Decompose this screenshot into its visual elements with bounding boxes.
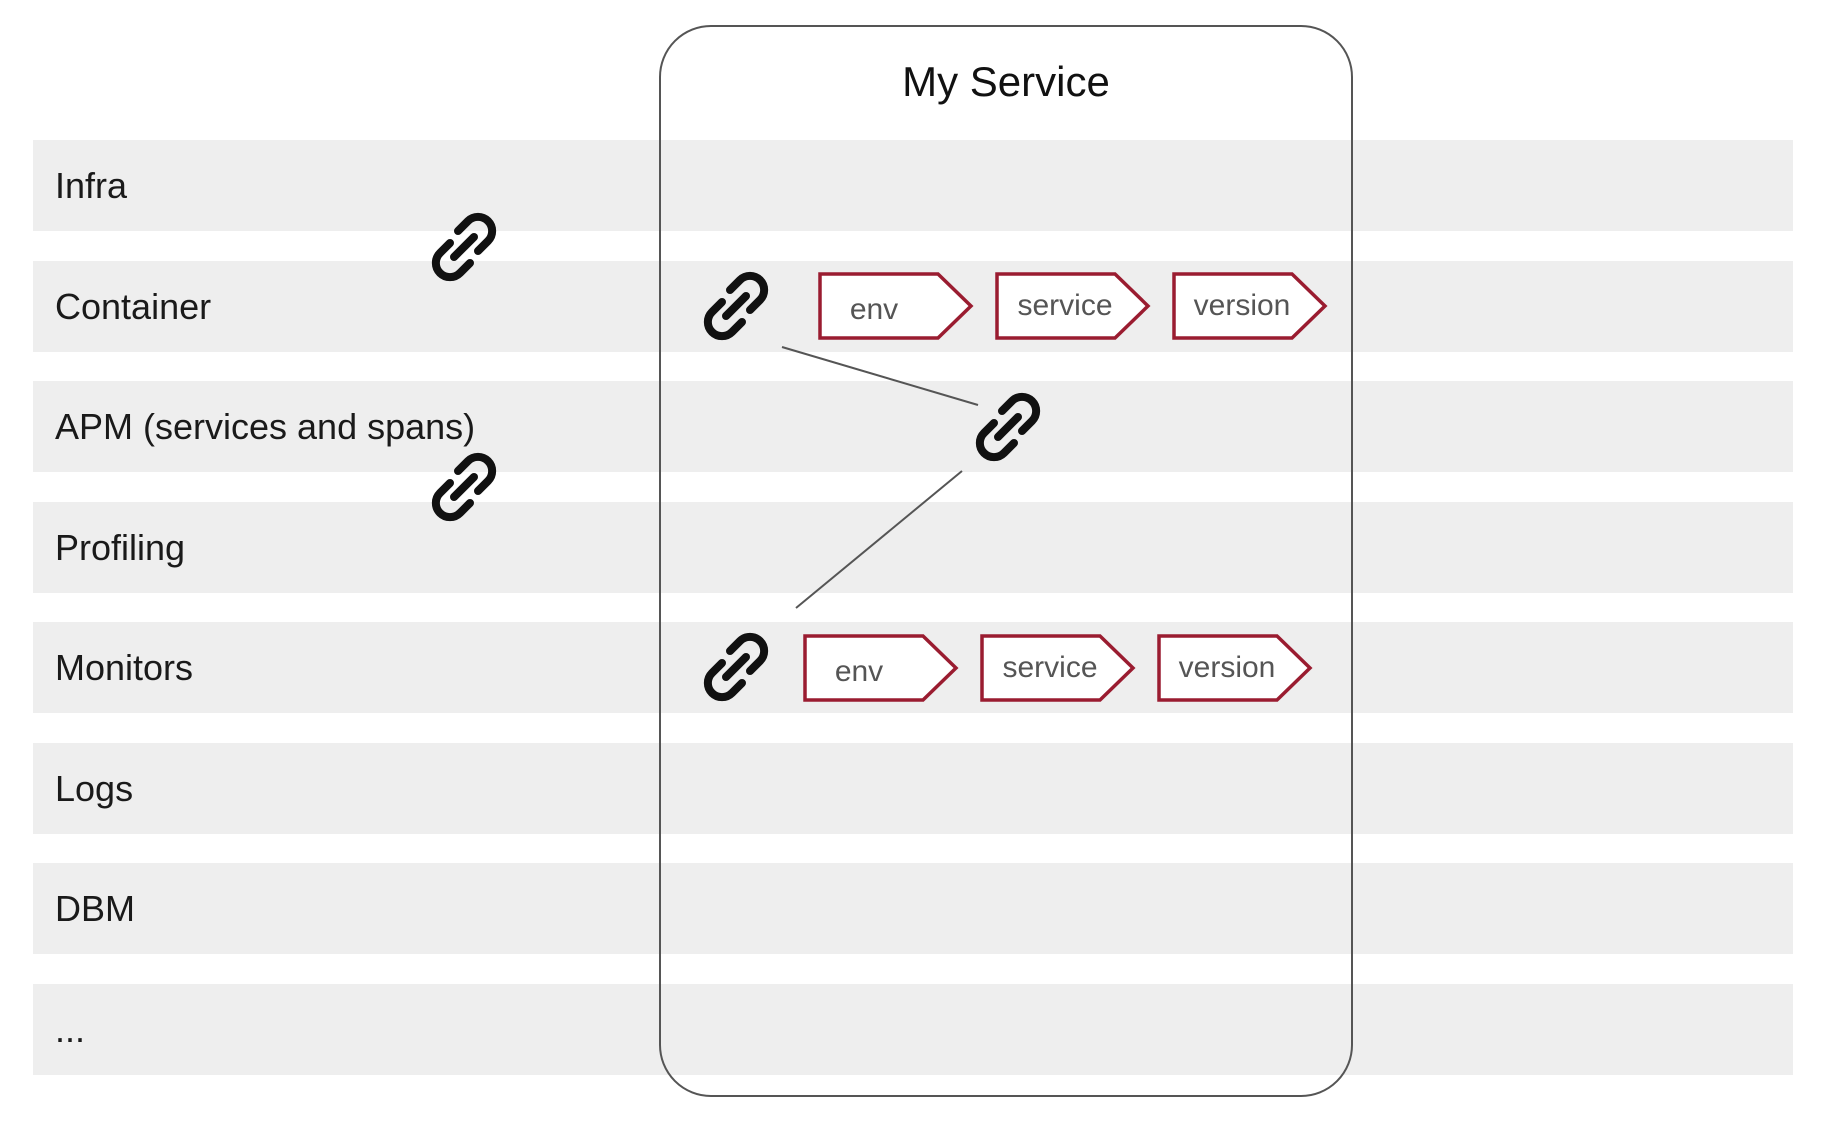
tag-label-service: service — [1002, 651, 1098, 684]
row-label-container: Container — [55, 286, 212, 327]
row-label-dbm: DBM — [55, 888, 135, 929]
monitors-tag-version: version — [1157, 633, 1317, 703]
link-icon — [422, 445, 506, 529]
tag-label-version: version — [1193, 289, 1291, 322]
service-title: My Service — [902, 58, 1110, 105]
link-icon — [694, 625, 778, 709]
row-logs — [33, 743, 1793, 834]
tag-label-env: env — [834, 655, 884, 688]
tag-label-version: version — [1178, 651, 1276, 684]
row-label-logs: Logs — [55, 768, 134, 809]
container-tag-env: env — [818, 271, 978, 341]
row-more — [33, 984, 1793, 1075]
tag-label-env: env — [849, 293, 899, 326]
service-box — [659, 25, 1353, 1097]
connector-container-to-center — [781, 346, 979, 406]
row-profiling — [33, 502, 1793, 593]
connector-center-to-monitors — [795, 470, 963, 609]
row-label-monitors: Monitors — [55, 647, 194, 688]
container-tag-service: service — [995, 271, 1155, 341]
row-label-profiling: Profiling — [55, 527, 186, 568]
row-label-more: ... — [55, 1009, 86, 1050]
row-infra — [33, 140, 1793, 231]
link-icon — [694, 264, 778, 348]
link-icon — [966, 385, 1050, 469]
tag-label-service: service — [1017, 289, 1113, 322]
row-apm — [33, 381, 1793, 472]
container-tag-version: version — [1172, 271, 1332, 341]
link-icon — [422, 205, 506, 289]
row-label-apm: APM (services and spans) — [55, 406, 476, 447]
monitors-tag-service: service — [980, 633, 1140, 703]
monitors-tag-env: env — [803, 633, 963, 703]
row-label-infra: Infra — [55, 165, 128, 206]
row-dbm — [33, 863, 1793, 954]
